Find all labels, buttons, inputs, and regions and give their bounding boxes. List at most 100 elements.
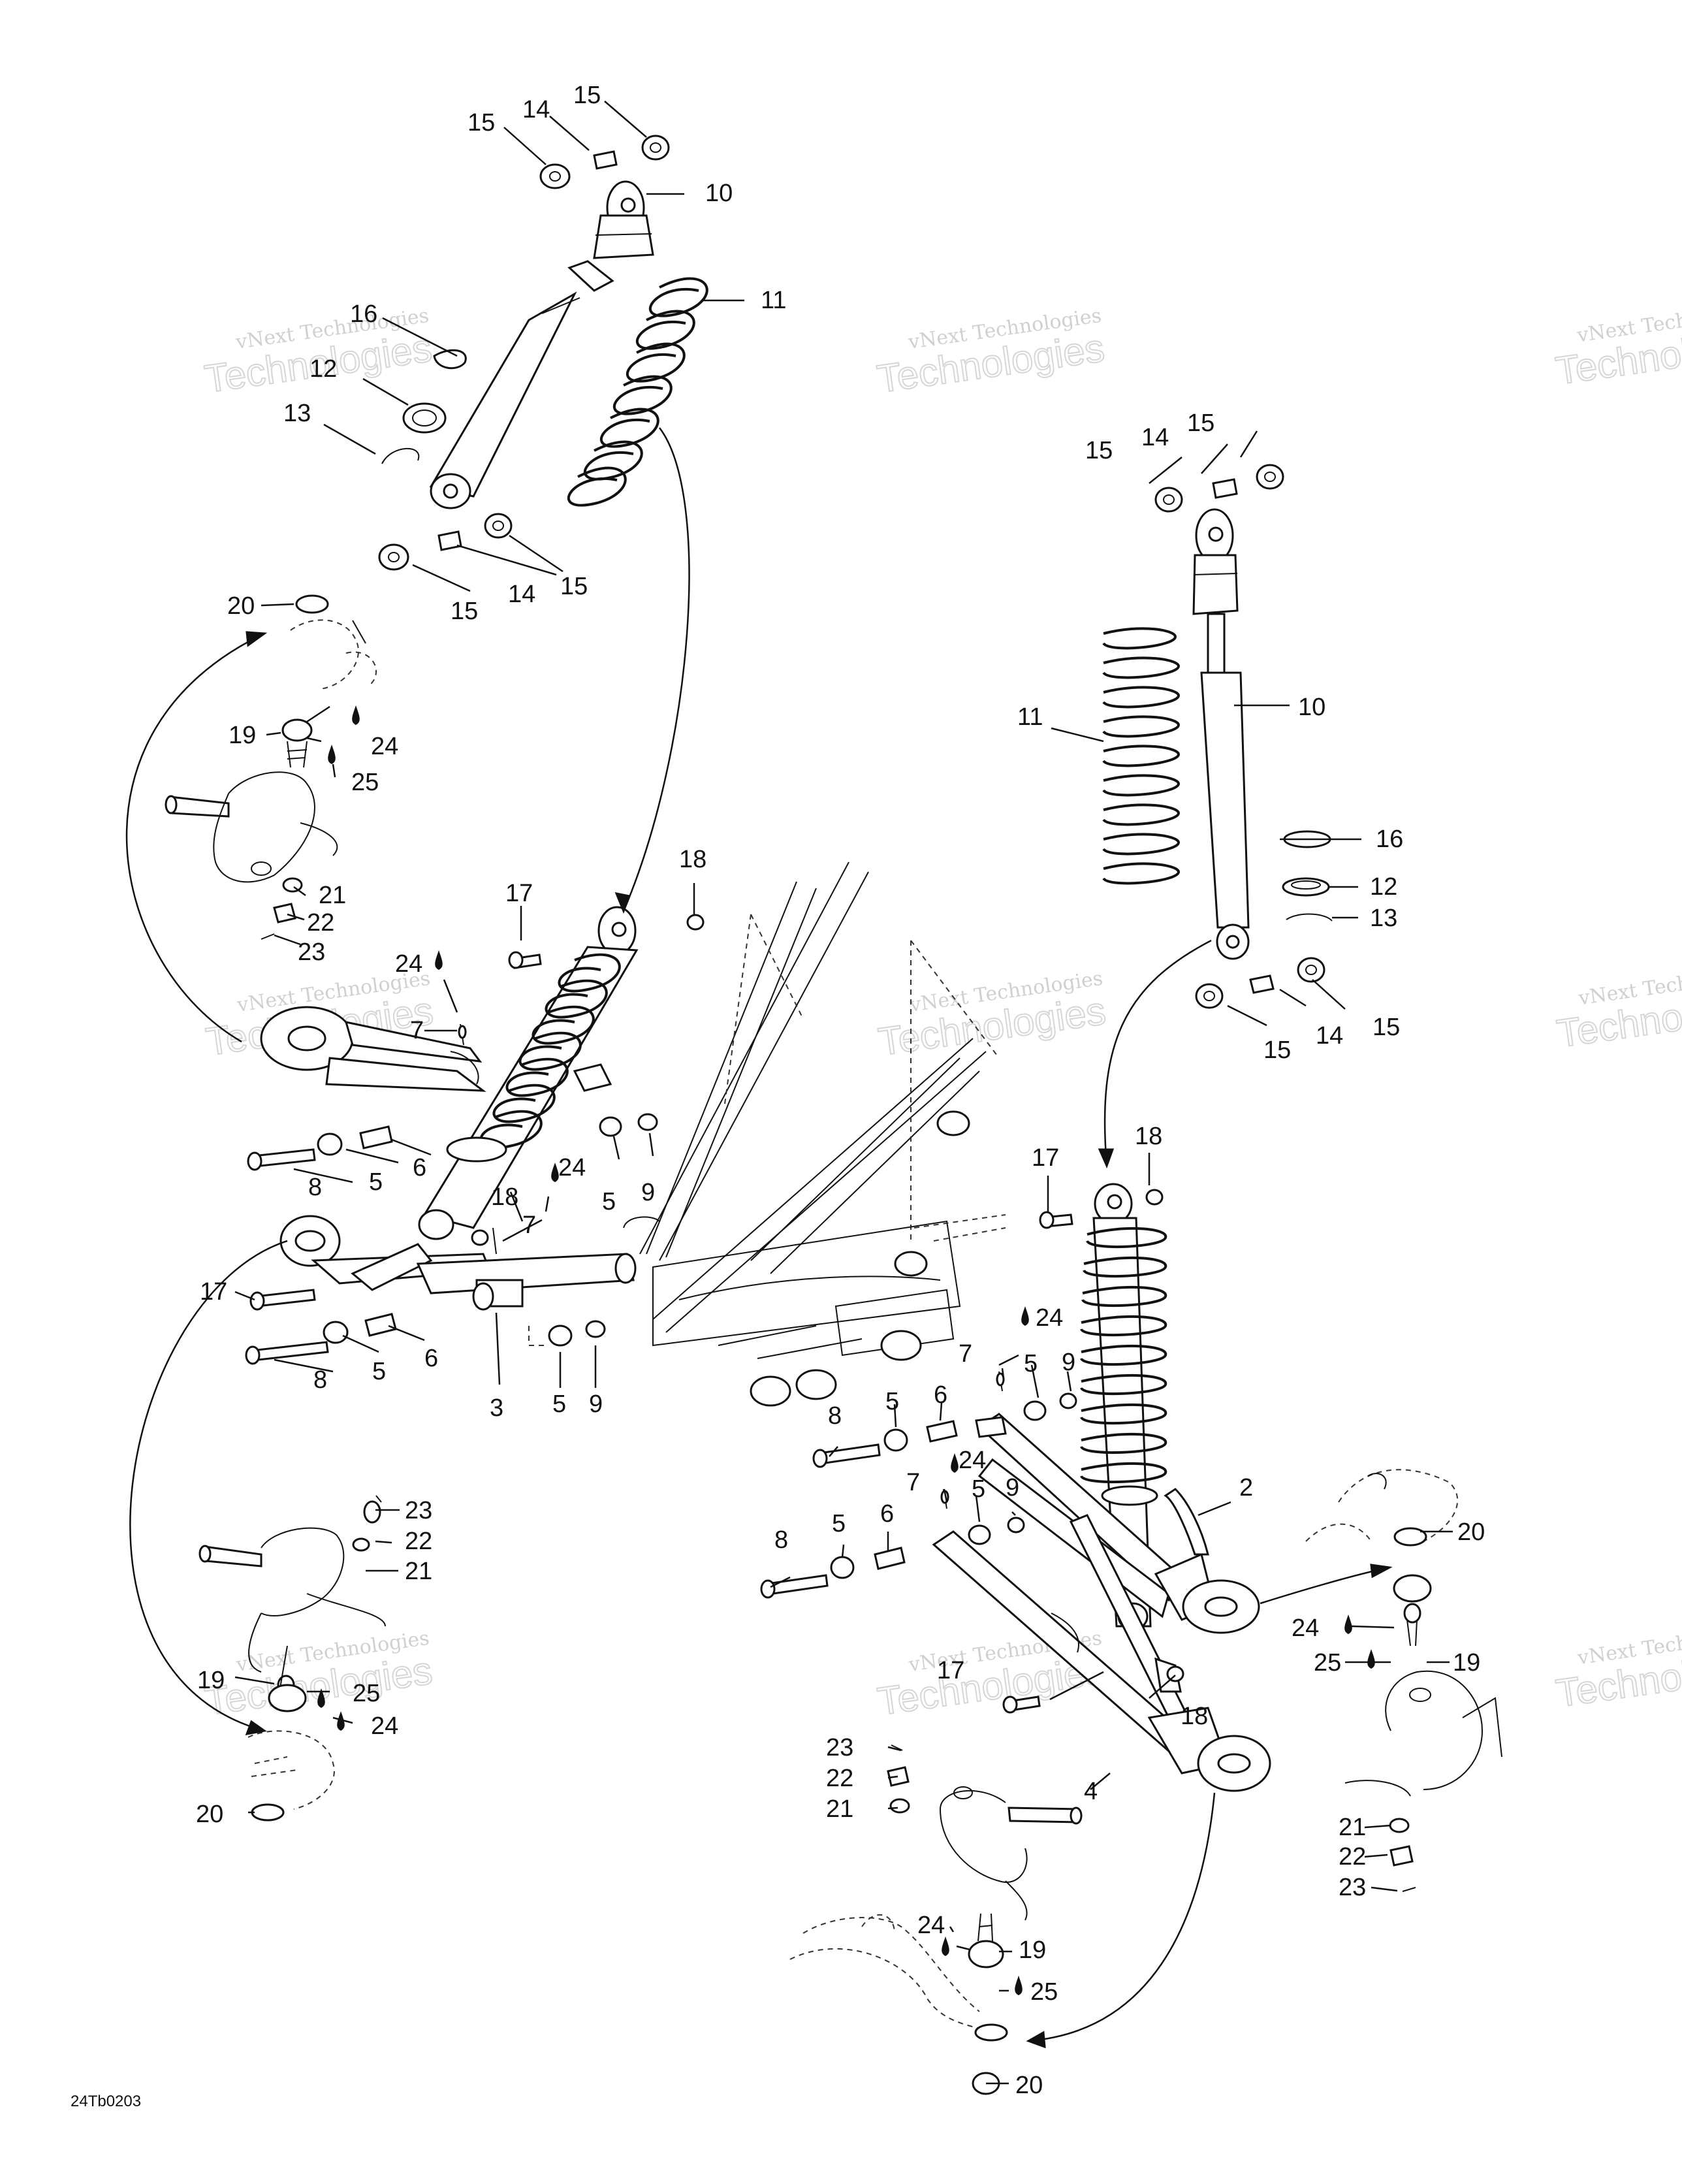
callout: 20 [1457, 1518, 1485, 1546]
right-bottom-mounting-hardware [1195, 957, 1325, 1009]
left-upper-a-arm [260, 1006, 486, 1092]
callout: 15 [573, 82, 601, 109]
callout: 18 [491, 1183, 518, 1211]
callout: 24 [558, 1154, 586, 1181]
callout: 24 [1036, 1304, 1063, 1332]
callout: 24 [371, 1712, 398, 1740]
grease-drop-icons [317, 705, 1375, 1995]
left-top-mounting-hardware [539, 135, 670, 189]
callout: 20 [196, 1801, 223, 1828]
callout: 2 [1239, 1474, 1253, 1502]
callout: 6 [934, 1381, 947, 1409]
callout: 23 [1339, 1874, 1366, 1901]
callout: 11 [1017, 703, 1043, 731]
left-upper-knuckle-assembly [165, 594, 377, 940]
callout: 14 [1141, 424, 1169, 451]
callout: 15 [1263, 1036, 1291, 1064]
callout: 5 [972, 1475, 985, 1503]
callout: 8 [828, 1402, 842, 1430]
callout: 21 [826, 1795, 853, 1823]
right-spring-retainers [1282, 830, 1333, 922]
callout: 10 [1298, 694, 1325, 721]
callout: 24 [917, 1912, 945, 1939]
callout: 25 [351, 769, 379, 796]
callout: 6 [880, 1500, 894, 1528]
callout: 9 [641, 1179, 655, 1206]
left-bottom-mounting-hardware [378, 513, 513, 571]
callout: 19 [1453, 1649, 1480, 1677]
callout: 20 [227, 592, 255, 620]
callout: 5 [372, 1358, 386, 1385]
callout: 4 [1084, 1778, 1098, 1805]
callout: 17 [937, 1657, 964, 1684]
callout: 12 [309, 355, 337, 383]
left-shock-absorber [429, 180, 654, 509]
callout: 15 [468, 109, 495, 136]
callout: 9 [1006, 1474, 1019, 1502]
callout: 11 [761, 287, 786, 314]
callout: 22 [1339, 1843, 1366, 1871]
callout: 6 [413, 1154, 426, 1181]
callout: 15 [560, 573, 588, 600]
callout: 23 [298, 939, 325, 966]
bottom-knuckle-assembly [789, 1744, 1083, 2095]
left-upper-arm-hardware [247, 914, 705, 1171]
callout: 24 [1292, 1614, 1319, 1642]
right-lower-a-arm [932, 1514, 1271, 1792]
callout: 23 [826, 1734, 853, 1761]
callout: 17 [1032, 1144, 1059, 1172]
callout: 14 [522, 96, 550, 123]
callout: 8 [308, 1174, 322, 1201]
callout: 25 [353, 1680, 380, 1707]
callout: 9 [589, 1390, 603, 1418]
callout: 15 [1373, 1014, 1400, 1041]
callout: 7 [906, 1469, 920, 1496]
callout: 13 [1370, 905, 1397, 932]
callout: 19 [197, 1667, 225, 1694]
assembly-arrows [125, 427, 1393, 2049]
right-knuckle-assembly [1305, 1469, 1502, 1892]
callout: 3 [490, 1394, 503, 1422]
callout: 19 [1019, 1936, 1046, 1964]
callout: 14 [508, 581, 535, 608]
callout: 15 [1085, 437, 1113, 464]
callout: 8 [313, 1366, 327, 1394]
callout: 5 [1024, 1350, 1038, 1377]
left-spring-retainers [381, 349, 467, 464]
callout: 24 [395, 950, 422, 978]
left-assembled-shock [418, 906, 639, 1240]
callout: 18 [679, 846, 706, 873]
callout: 5 [832, 1510, 846, 1537]
callout: 24 [371, 733, 398, 760]
left-coil-spring [567, 277, 708, 507]
right-lower-arm-hardware [760, 1488, 1184, 1714]
callout: 22 [307, 909, 334, 937]
callout: 17 [200, 1278, 227, 1306]
callout: 7 [959, 1340, 972, 1368]
callout: 5 [552, 1390, 566, 1418]
right-shock-absorber [1192, 508, 1250, 960]
callout: 9 [1062, 1349, 1075, 1376]
callout: 5 [369, 1168, 383, 1196]
callout: 6 [424, 1345, 438, 1372]
callout: 12 [1370, 873, 1397, 901]
callout: 18 [1135, 1123, 1162, 1150]
callout: 25 [1314, 1649, 1341, 1677]
callout: 7 [522, 1212, 536, 1239]
callout: 8 [774, 1526, 788, 1554]
callout: 14 [1316, 1022, 1343, 1050]
right-top-mounting-hardware [1154, 464, 1284, 513]
callout: 15 [1187, 410, 1214, 437]
callout: 13 [283, 400, 311, 427]
callout: 21 [319, 882, 346, 909]
left-lower-arm-hardware [245, 1227, 606, 1365]
callout: 5 [602, 1188, 616, 1215]
drawing-code: 24Tb0203 [71, 2093, 141, 2110]
callout: 16 [1376, 826, 1403, 853]
left-lower-knuckle-assembly [198, 1495, 386, 1822]
callout: 16 [350, 300, 377, 328]
callout: 22 [405, 1528, 432, 1555]
callout: 23 [405, 1497, 432, 1524]
callout: 7 [410, 1017, 424, 1044]
callout: 5 [885, 1388, 899, 1415]
